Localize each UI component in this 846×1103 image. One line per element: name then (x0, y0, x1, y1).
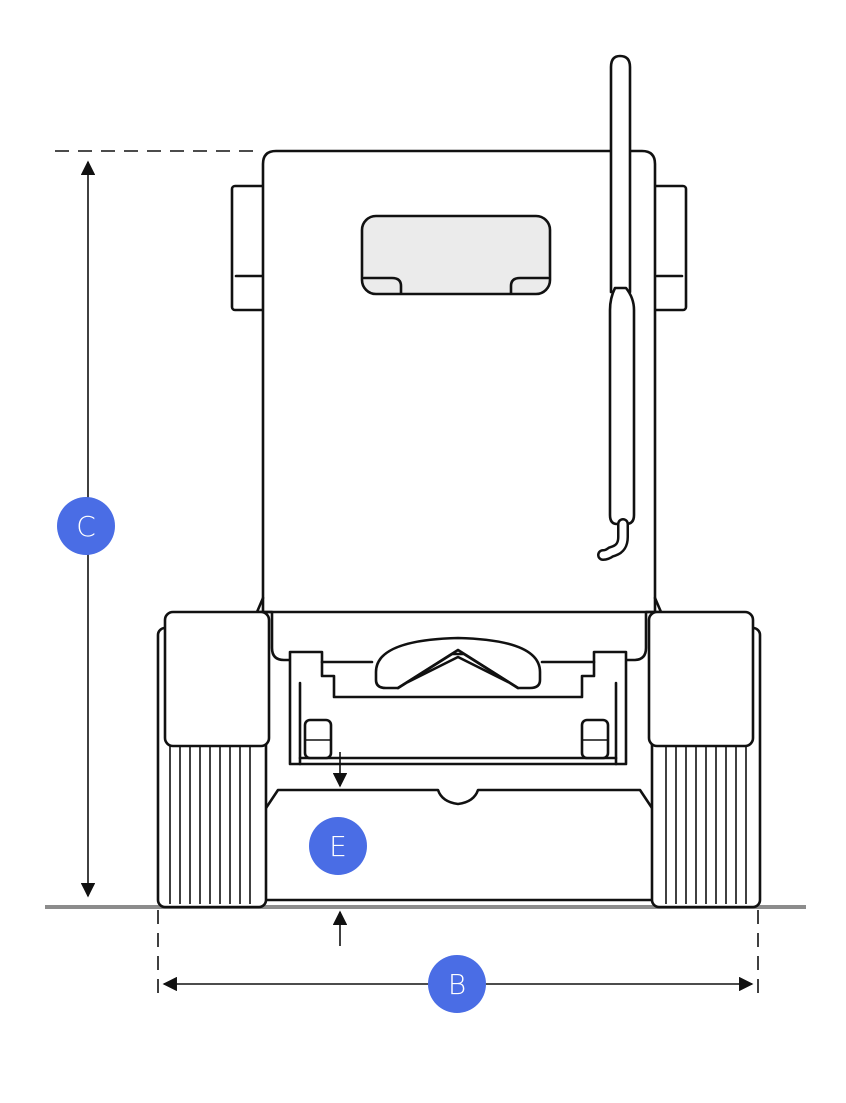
chassis-frame (255, 596, 663, 766)
dimension-b-marker: B (428, 955, 486, 1013)
right-mirror (651, 184, 688, 312)
dimension-c-marker: C (57, 497, 115, 555)
right-wheel (647, 610, 762, 909)
rear-axle (260, 788, 658, 902)
rear-window (360, 214, 552, 296)
left-wheel (156, 610, 271, 909)
dimension-e-marker: E (309, 817, 367, 875)
exhaust-pipe (597, 54, 636, 561)
left-mirror (230, 184, 267, 312)
